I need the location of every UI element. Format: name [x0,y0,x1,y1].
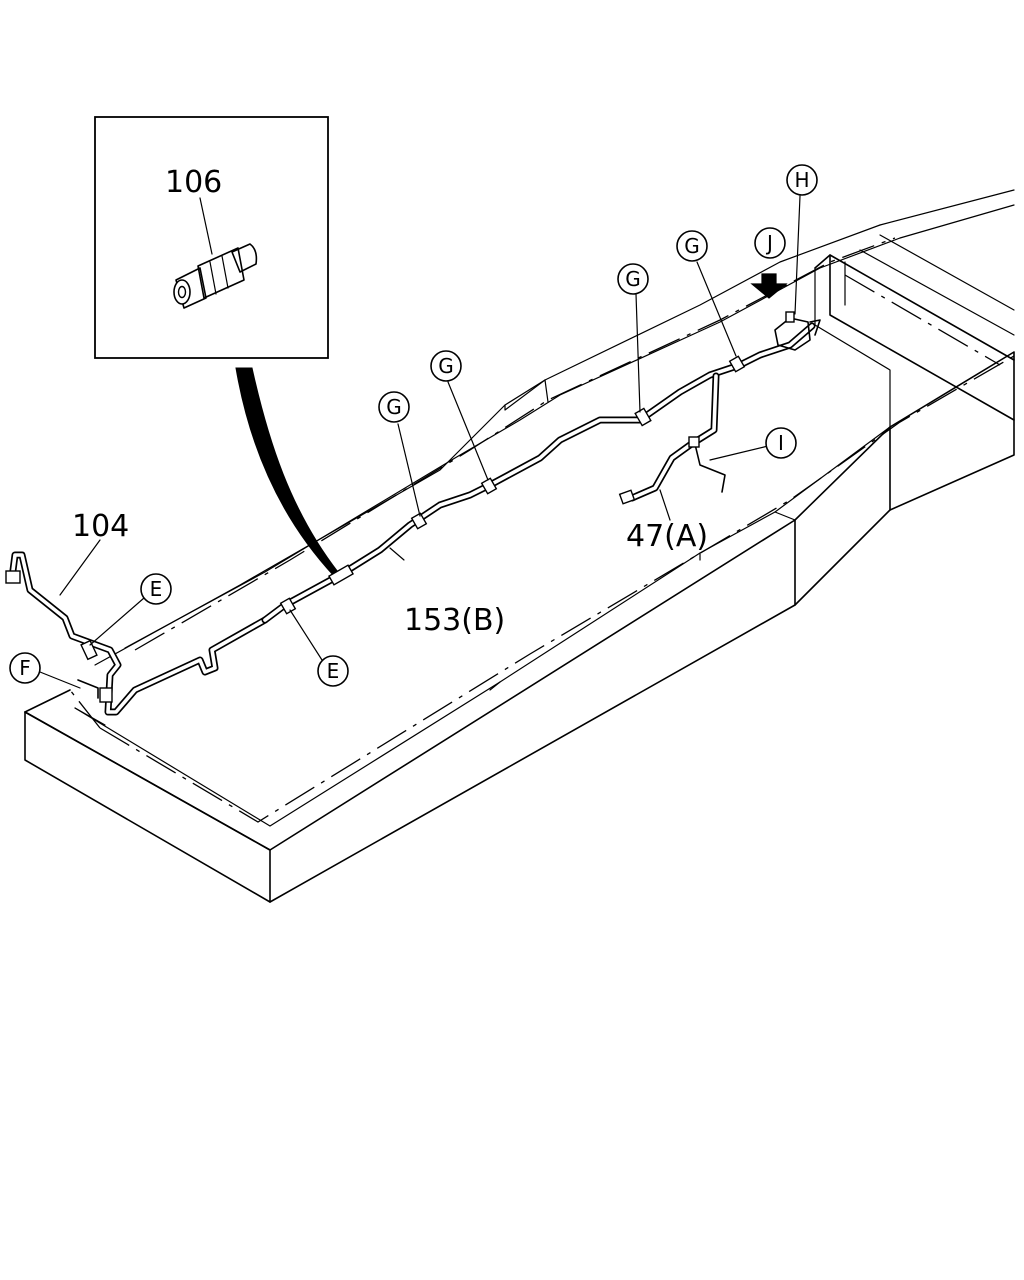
callout-e-upper: E [140,573,172,605]
view-arrow [750,273,788,299]
callout-f: F [9,652,41,684]
callout-g-4: G [676,230,708,262]
brake-pipes [5,311,821,716]
svg-text:E: E [150,577,163,601]
callout-e-lower: E [317,655,349,687]
leader-lines [39,195,801,689]
inset-leader-arrow [235,367,339,577]
detail-inset: 106 [94,116,329,359]
callout-g-1: G [378,391,410,423]
part-number-153b: 153(B) [404,603,505,638]
svg-text:H: H [794,168,809,192]
svg-text:G: G [684,234,700,258]
svg-text:G: G [625,267,641,291]
callout-i: I [765,427,797,459]
callout-g-2: G [430,350,462,382]
svg-text:E: E [327,659,340,683]
union-fitting-drawing [173,243,258,309]
frame-rail [24,189,1015,903]
callout-j: J [754,227,786,259]
svg-text:F: F [19,656,31,680]
svg-text:G: G [386,395,402,419]
svg-text:G: G [438,354,454,378]
part-number-47a: 47(A) [626,519,708,554]
part-number-106: 106 [165,165,222,200]
callout-g-3: G [617,263,649,295]
svg-text:I: I [778,431,784,455]
callout-h: H [786,164,818,196]
svg-text:J: J [765,231,773,255]
part-number-104: 104 [72,509,129,544]
